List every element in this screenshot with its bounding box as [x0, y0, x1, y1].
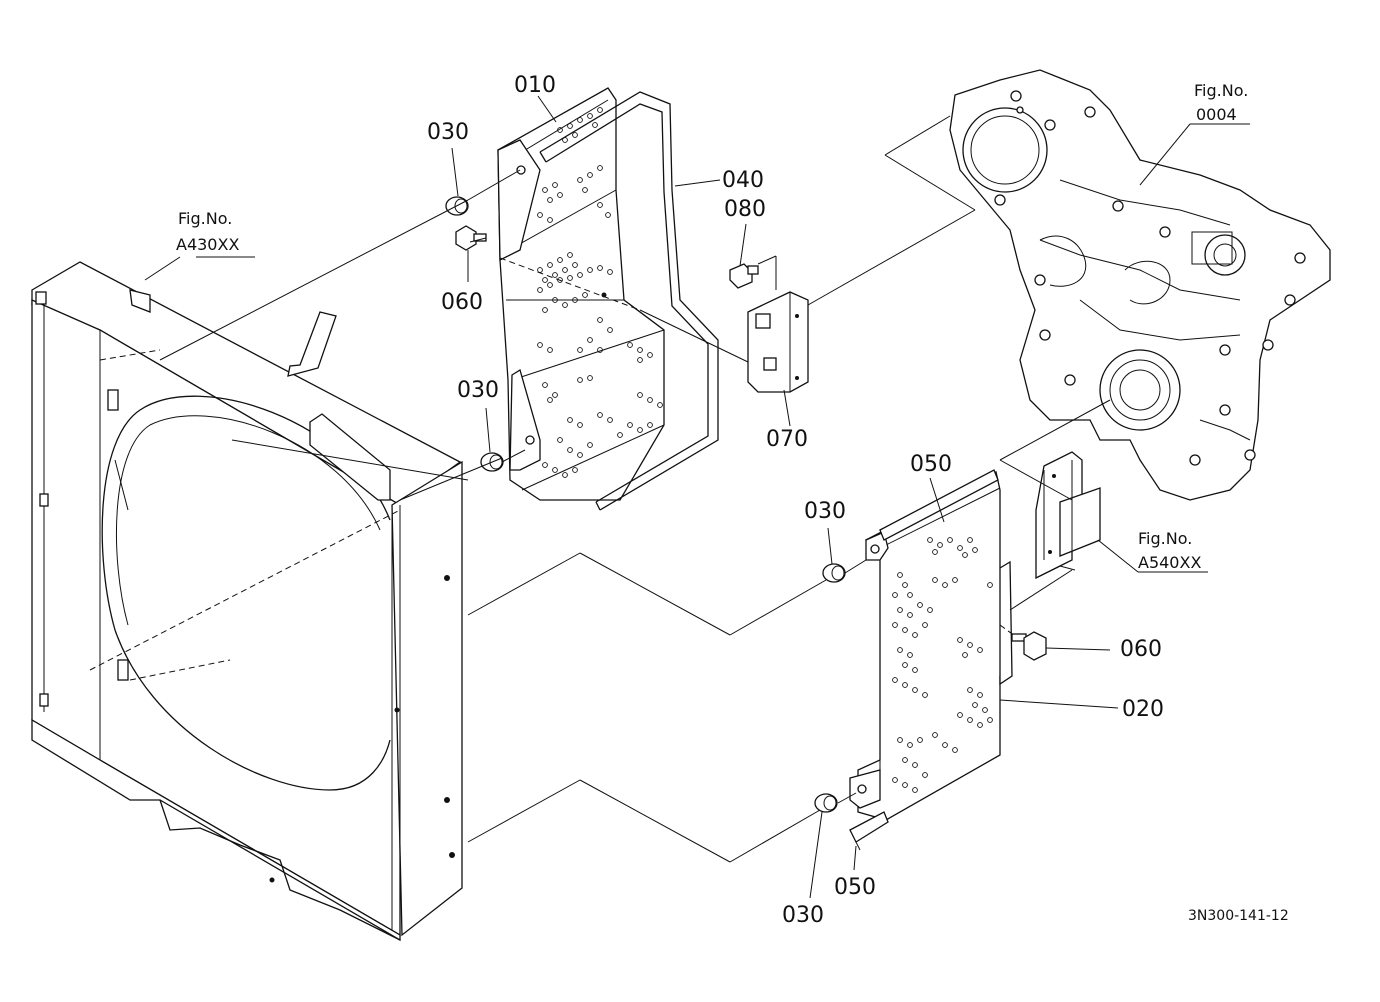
seal-040	[539, 91, 719, 511]
fan-shroud	[31, 261, 463, 942]
label-060-a: 060	[441, 290, 483, 315]
bolt-060-a	[455, 225, 487, 251]
seal-strip-050-lower	[849, 811, 889, 851]
fig-ref-bracket-number: A540XX	[1138, 553, 1201, 572]
drawing-code: 3N300-141-12	[1188, 908, 1289, 924]
bracket-070	[747, 291, 809, 393]
rubber-030-c	[822, 563, 846, 583]
perforations-lower	[892, 537, 993, 793]
label-030-b: 030	[457, 378, 499, 403]
bracket-a540xx	[1035, 451, 1101, 580]
fig-ref-shroud-title: Fig.No.	[178, 209, 232, 228]
label-050-a: 050	[910, 452, 952, 477]
label-020: 020	[1122, 697, 1164, 722]
bolt-080	[729, 263, 759, 289]
label-040: 040	[722, 168, 764, 193]
fig-ref-gearcase-number: 0004	[1196, 105, 1237, 124]
label-030-c: 030	[804, 499, 846, 524]
fig-ref-gearcase-title: Fig.No.	[1194, 81, 1248, 100]
label-030-a: 030	[427, 120, 469, 145]
label-070: 070	[766, 427, 808, 452]
label-030-d: 030	[782, 903, 824, 928]
lower-screen-020	[849, 471, 1013, 821]
assembly-lines	[89, 115, 1111, 863]
fig-ref-bracket-title: Fig.No.	[1138, 529, 1192, 548]
fig-ref-shroud-number: A430XX	[176, 235, 239, 254]
label-080: 080	[724, 197, 766, 222]
leader-lines	[144, 95, 1250, 899]
perforations-upper	[537, 107, 663, 478]
rubber-030-d	[814, 793, 838, 813]
label-060-b: 060	[1120, 637, 1162, 662]
label-050-b: 050	[834, 875, 876, 900]
label-010: 010	[514, 73, 556, 98]
bolt-060-b	[1011, 631, 1047, 661]
upper-screen-010	[497, 87, 665, 501]
gear-case	[949, 69, 1331, 501]
